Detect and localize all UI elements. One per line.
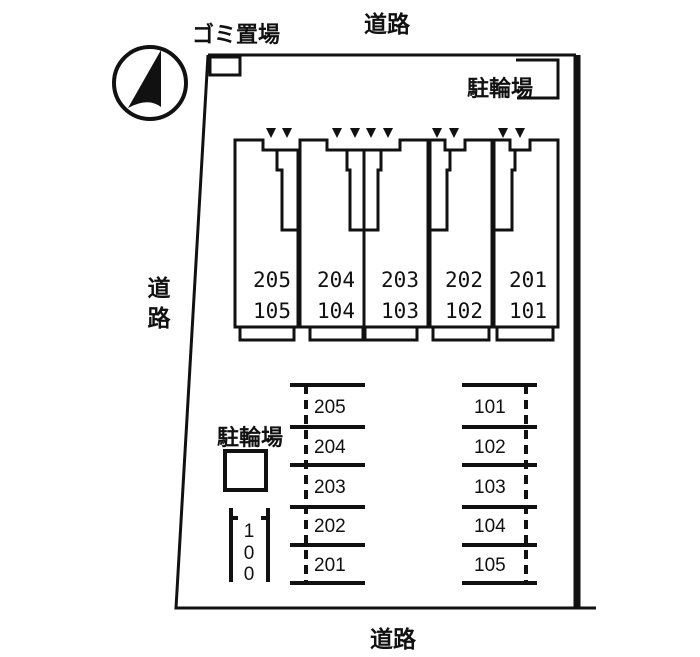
unit-upper: 205 [253,268,291,292]
garbage-area [208,55,242,77]
site-boundary [174,53,596,610]
north-arrow-icon [112,45,188,121]
unit-upper: 204 [317,268,355,292]
unit-labels: 205 105 204 104 203 103 202 102 201 101 [253,268,547,323]
parking-left [290,383,365,585]
parking-space-label: 102 [474,437,506,458]
building [233,138,560,342]
entrance-markers [266,128,525,138]
unit-lower: 102 [445,299,483,323]
unit-lower: 101 [509,299,547,323]
bike-parking-left [223,449,268,492]
motorbike-label: 1 [244,521,255,542]
road-label-bottom: 道路 [370,626,417,653]
parking-right [462,383,537,585]
unit-lower: 104 [317,299,355,323]
parking-space-label: 204 [314,437,346,458]
unit-upper: 203 [381,268,419,292]
parking-space-label: 205 [314,397,346,418]
motorbike-label: 0 [244,543,255,564]
parking-space-label: 201 [314,555,346,576]
parking-space-label: 202 [314,516,346,537]
unit-upper: 201 [509,268,547,292]
parking-space-label: 101 [474,397,506,418]
parking-space-label: 203 [314,477,346,498]
garbage-label: ゴミ置場 [192,22,280,48]
unit-lower: 105 [253,299,291,323]
bike-parking-top [516,58,560,100]
motorbike-label: 0 [244,564,255,585]
road-label-top: 道路 [364,11,411,38]
road-label-left-1: 道 [148,275,171,302]
bike-parking-label-top: 駐輪場 [467,76,533,102]
unit-lower: 103 [381,299,419,323]
parking-space-label: 104 [474,516,506,537]
road-label-left-2: 路 [148,305,172,332]
unit-upper: 202 [445,268,483,292]
parking-space-label: 105 [474,555,506,576]
motorbike-space [229,508,270,582]
parking-space-label: 103 [474,477,506,498]
bike-parking-label-left: 駐輪場 [217,425,283,451]
